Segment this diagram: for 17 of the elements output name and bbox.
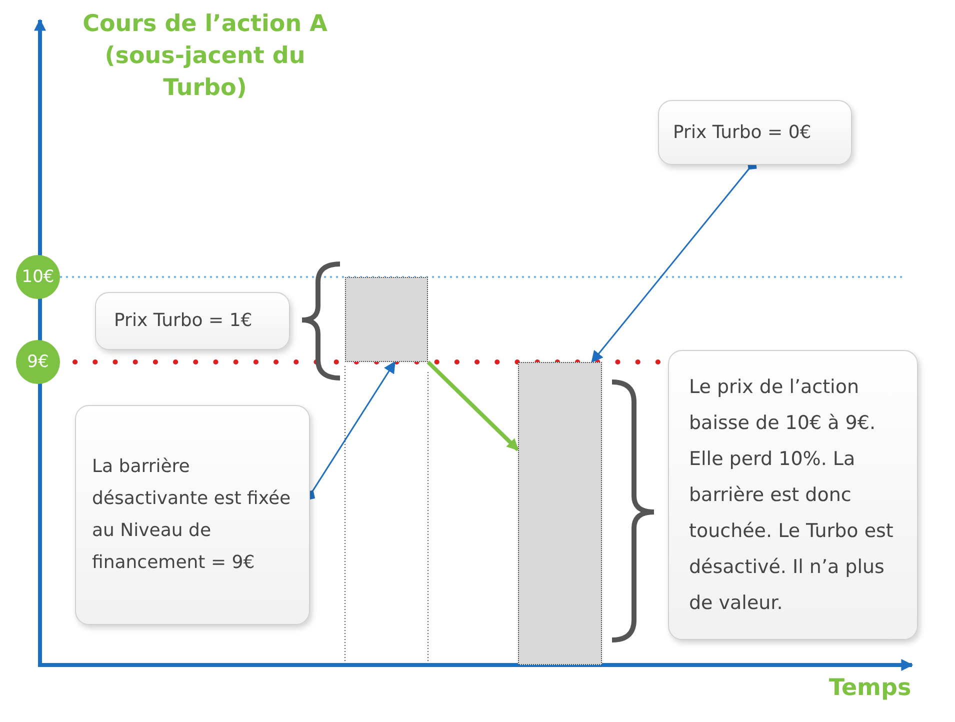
callout-text: Prix Turbo = 0€: [673, 120, 812, 144]
axis-title: Temps: [828, 674, 912, 703]
price-bar: [345, 277, 428, 362]
price-circle: [16, 255, 60, 299]
price-value: 10€: [22, 267, 54, 287]
price-circle: [16, 340, 60, 384]
price-bar: [518, 362, 602, 665]
callout-box: [75, 405, 310, 625]
callout-text: Le prix de l’action baisse de 10€ à 9€. Elle perd 10%. La barrière est donc touchée. Le Turbo est désactivé. Il n’a plus de valeur.: [689, 375, 894, 616]
callout-text: La barrière désactivante est fixée au Niveau de financement = 9€: [92, 455, 292, 575]
callout-box: [658, 100, 852, 165]
axis-title: Cours de l’action A (sous-jacent du Turbo): [82, 10, 328, 103]
callout-text: Prix Turbo = 1€: [114, 309, 252, 333]
callout-box: [668, 350, 918, 640]
arrow: [426, 360, 520, 452]
price-value: 9€: [27, 352, 49, 372]
callout-box: [95, 292, 290, 350]
